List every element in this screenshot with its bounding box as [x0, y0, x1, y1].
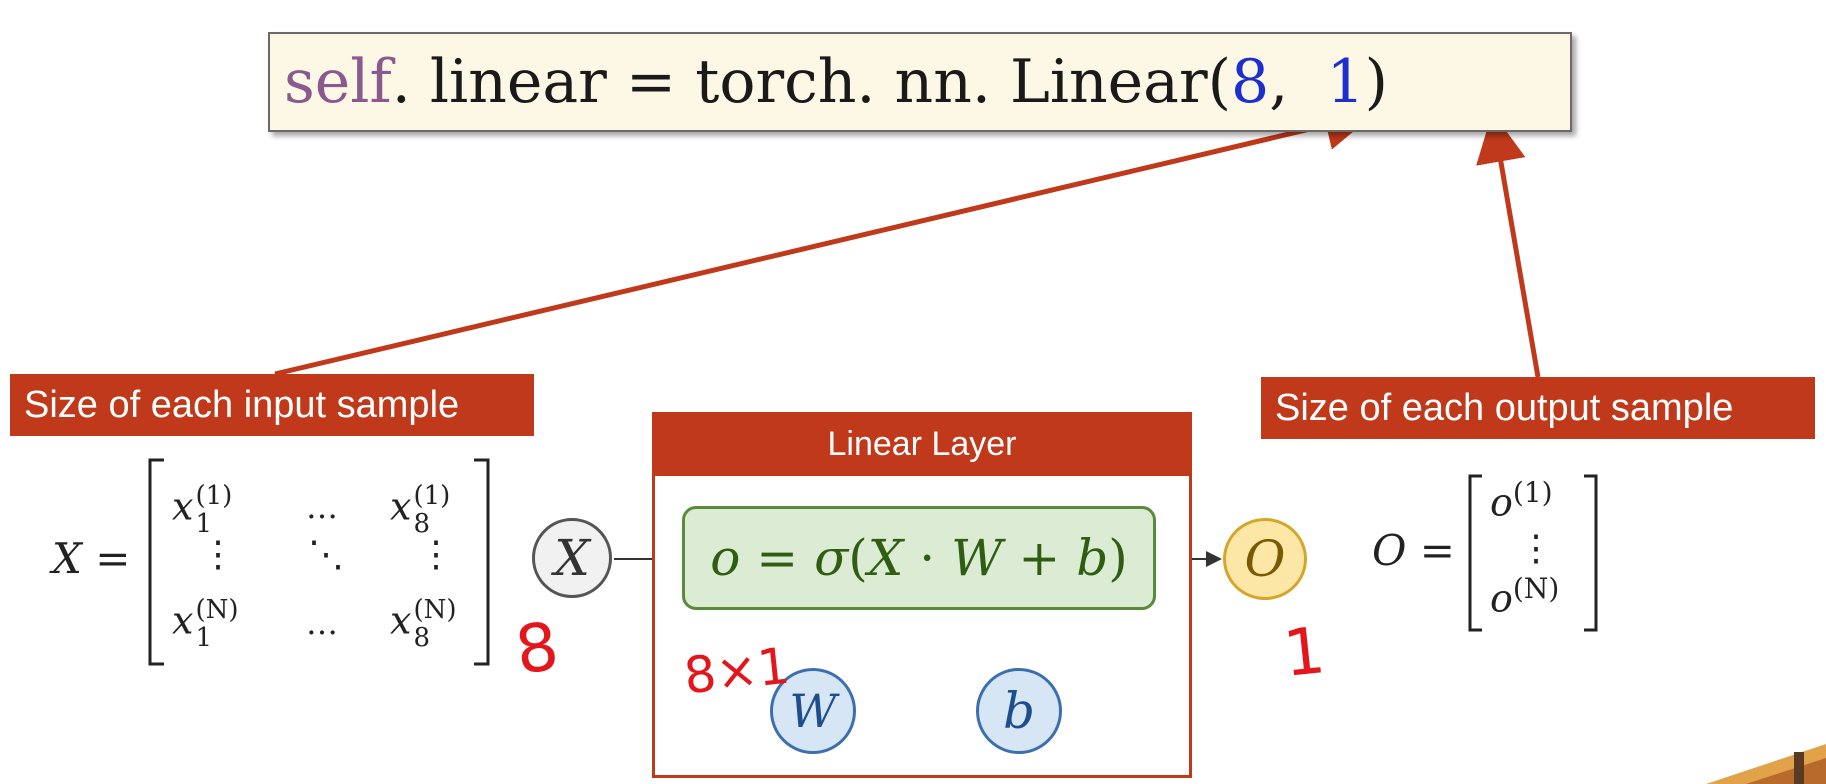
matrix-entry-scripts: (N)8 — [413, 596, 456, 652]
input-size-label: Size of each input sample — [10, 374, 534, 436]
code-self-keyword: self — [284, 47, 392, 117]
activation-formula: o = σ(X · W + b) — [710, 529, 1127, 587]
matrix-entry-base: x — [390, 484, 412, 529]
bias-node-label: b — [1002, 682, 1035, 740]
handwritten-eight-by-one: 8×1 — [681, 636, 793, 706]
code-separator: , — [1269, 47, 1327, 117]
code-input-size: 8 — [1231, 47, 1270, 117]
output-matrix-lhs: O = — [1372, 526, 1455, 575]
weight-node: W — [770, 668, 856, 754]
matrix-entry-scripts: (1)1 — [195, 482, 232, 538]
formula-plus: + — [1018, 529, 1061, 587]
output-matrix-r3: o(N) — [1490, 572, 1559, 621]
formula-sigma: σ — [814, 529, 849, 587]
input-matrix-brackets — [148, 458, 490, 666]
output-node-label: O — [1244, 530, 1286, 588]
input-matrix-r2c2: ⋱ — [308, 534, 344, 575]
matrix-entry-base: x — [172, 598, 194, 643]
matrix-entry-sup: (N) — [413, 595, 457, 625]
formula-o: o — [710, 529, 741, 587]
input-matrix-r2c3: ⋮ — [418, 534, 454, 575]
formula-box: o = σ(X · W + b) — [682, 506, 1156, 610]
corner-photo-fragment — [1706, 744, 1826, 784]
output-matrix-brackets — [1468, 474, 1598, 632]
input-size-arrow — [274, 100, 1375, 377]
code-close-paren: ) — [1364, 47, 1389, 117]
matrix-entry-sub: 1 — [195, 623, 212, 653]
output-matrix-r2: ⋮ — [1518, 528, 1554, 569]
formula-lparen: ( — [848, 529, 868, 587]
handwritten-one: 1 — [1280, 614, 1329, 692]
matrix-entry-sub: 8 — [413, 509, 430, 539]
code-output-size: 1 — [1326, 47, 1365, 117]
output-size-label: Size of each output sample — [1261, 377, 1815, 439]
formula-dot: · — [919, 529, 936, 587]
output-size-arrow — [1476, 112, 1541, 378]
input-node: X — [532, 518, 612, 598]
input-node-label: X — [554, 529, 590, 587]
input-matrix-r3c2: … — [306, 604, 338, 642]
matrix-entry-sup: (N) — [195, 595, 239, 625]
matrix-entry-sup: (N) — [1512, 572, 1560, 605]
matrix-entry-sup: (1) — [195, 481, 233, 511]
weight-node-label: W — [789, 684, 837, 738]
output-matrix-r1: o(1) — [1490, 476, 1553, 525]
input-matrix-r3c1: x(N)1 — [172, 596, 238, 652]
matrix-entry-base: x — [172, 484, 194, 529]
input-matrix-r1c2: … — [306, 488, 338, 526]
input-matrix-r2c1: ⋮ — [200, 534, 236, 575]
formula-b: b — [1076, 529, 1109, 587]
matrix-entry-scripts: (N)1 — [195, 596, 238, 652]
matrix-entry-sub: 8 — [413, 623, 430, 653]
matrix-entry-scripts: (1)8 — [413, 482, 450, 538]
matrix-entry-sup: (1) — [1512, 476, 1553, 509]
code-text: . linear = torch. nn. Linear( — [391, 47, 1232, 117]
matrix-entry-base: o — [1490, 480, 1513, 525]
linear-layer-title: Linear Layer — [652, 412, 1192, 476]
formula-x: X — [867, 529, 904, 587]
matrix-entry-base: o — [1490, 576, 1513, 621]
formula-w: W — [951, 529, 1003, 587]
bias-node: b — [976, 668, 1062, 754]
formula-rparen: ) — [1108, 529, 1128, 587]
input-matrix-r1c3: x(1)8 — [390, 482, 450, 538]
input-matrix-lhs: X = — [52, 534, 131, 583]
matrix-entry-base: x — [390, 598, 412, 643]
input-matrix-r1c1: x(1)1 — [172, 482, 232, 538]
matrix-entry-sup: (1) — [413, 481, 451, 511]
matrix-entry-sub: 1 — [195, 509, 212, 539]
code-line: self. linear = torch. nn. Linear(8, 1) — [268, 32, 1572, 132]
formula-eq: = — [756, 529, 799, 587]
input-matrix-r3c3: x(N)8 — [390, 596, 456, 652]
output-node: O — [1223, 518, 1307, 600]
